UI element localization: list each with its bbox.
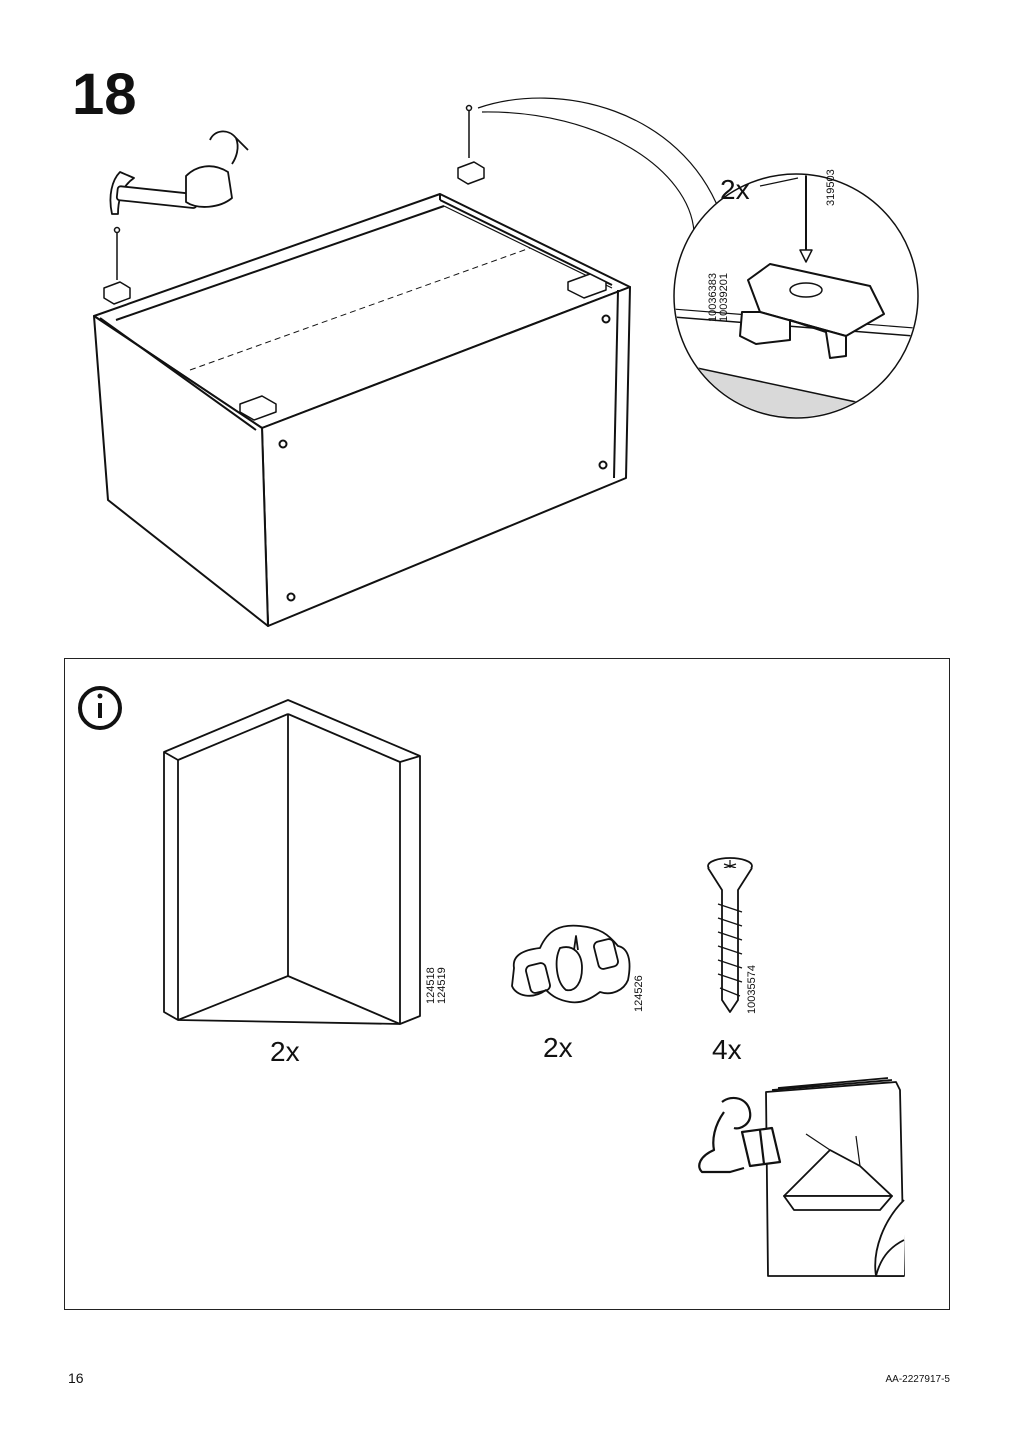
reading-person-icon [698,1096,782,1174]
corner-panel-illustration [163,699,421,1025]
step-number: 18 [72,62,137,127]
connector-illustration [511,924,631,1004]
panel-article-2: 124519 [436,967,448,1004]
info-box [64,658,950,1310]
clip-article-2: 10039201 [718,273,730,322]
panel-article-numbers: 124518 124519 [425,967,448,1004]
hammer-hand-icon [109,130,249,215]
screw-illustration [707,857,753,1013]
screw-quantity: 4x [712,1034,742,1065]
detail-quantity: 2x [720,174,750,205]
connector-quantity: 2x [543,1032,573,1063]
info-icon [78,686,122,730]
cabinet-illustration [93,193,631,627]
screw-article-number: 10035574 [746,965,758,1014]
nail-and-clip-left [103,226,131,305]
nail-article-number: 319503 [825,169,837,206]
panel-quantity: 2x [270,1036,300,1067]
detail-magnifier [673,173,919,419]
connector-article-number: 124526 [633,975,645,1012]
nail-and-clip-right [457,104,485,185]
page-number: 16 [68,1370,84,1386]
clip-article-numbers: 10036383 10039201 [707,273,730,322]
manual-booklet-icon [765,1077,905,1277]
document-code: AA-2227917-5 [885,1374,951,1385]
